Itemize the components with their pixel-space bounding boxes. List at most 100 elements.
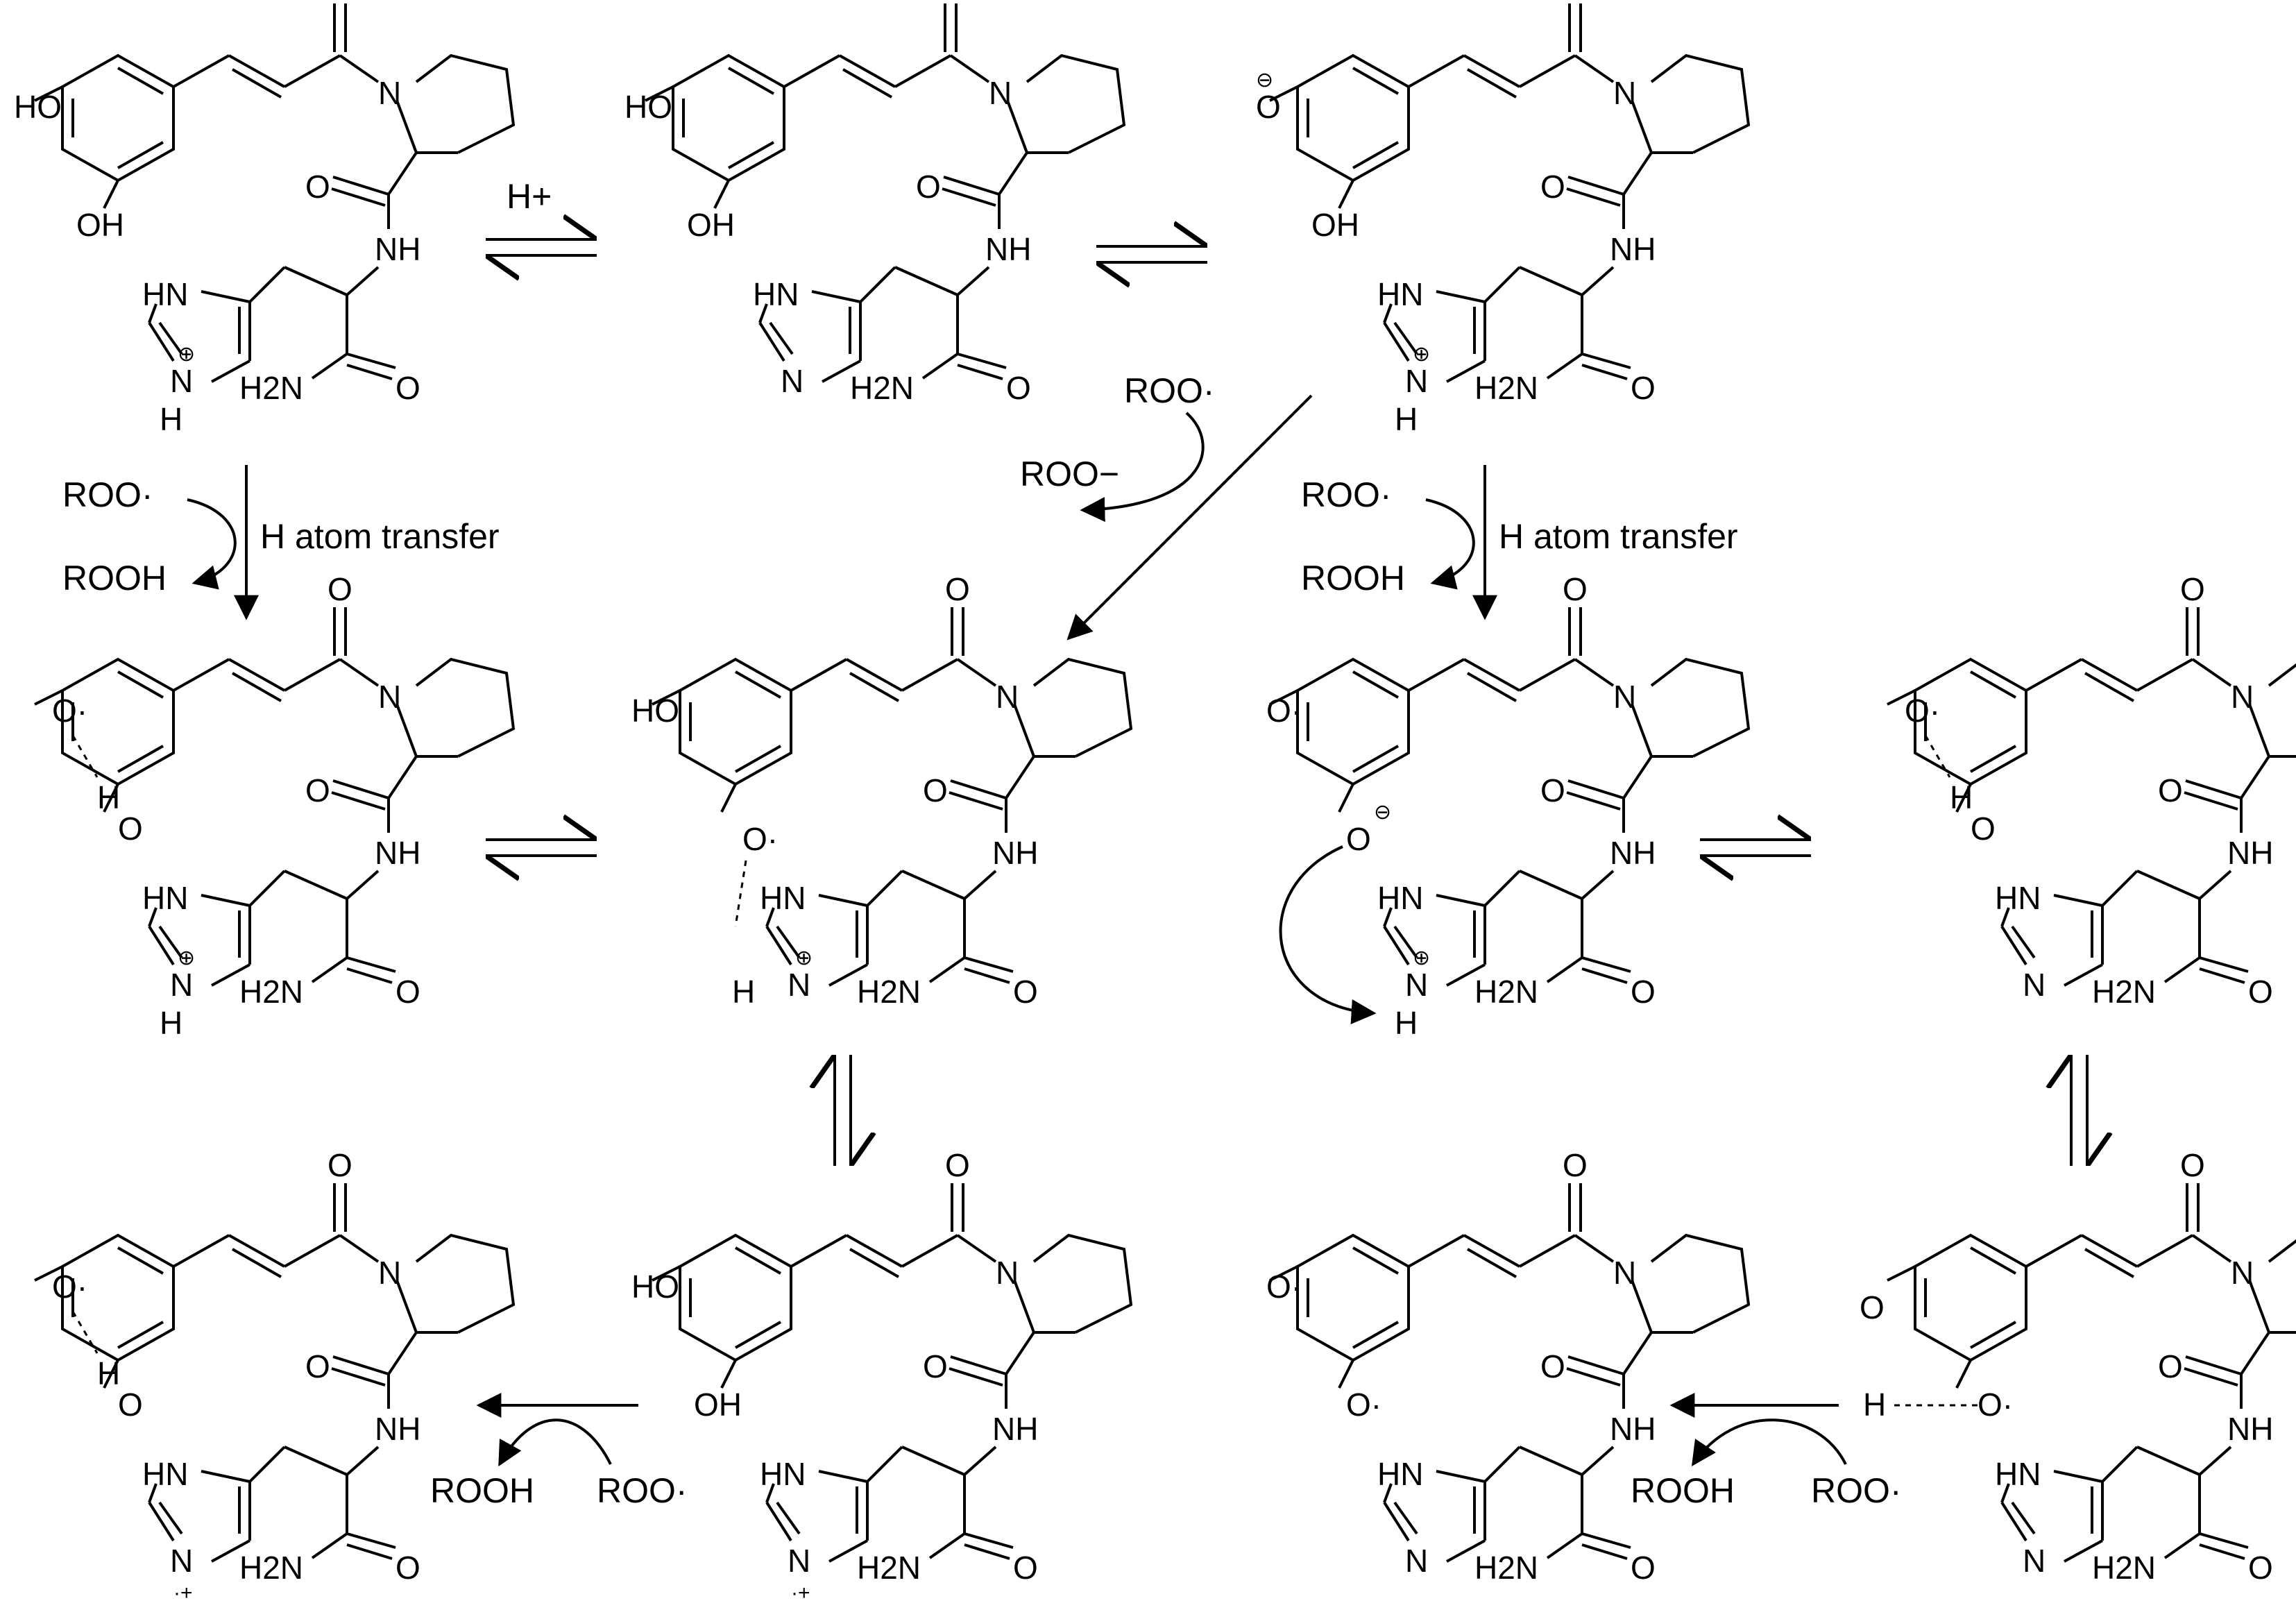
atom-o-amide: O <box>2158 772 2183 808</box>
atom-o-carbonyl: O <box>1563 0 1588 3</box>
atom-hn-imidazole: HN <box>142 1456 188 1492</box>
atom-h2n: H2N <box>2092 974 2156 1010</box>
atom-o: O <box>1256 89 1281 125</box>
atom-h2n: H2N <box>857 1550 921 1586</box>
structure-s8: O N O NH O H2N HN N O· H O ·+ <box>34 1147 516 1604</box>
atom-o-carbonyl: O <box>1563 1147 1588 1183</box>
atom-nh-amide: NH <box>375 231 420 267</box>
atom-hn-imidazole: HN <box>760 1456 806 1492</box>
product-rooh: ROOH <box>430 1471 534 1510</box>
minus-charge: ⊖ <box>1374 801 1391 824</box>
atom-nh-amide: NH <box>375 835 420 871</box>
reagent-roo: ROO· <box>1301 475 1392 514</box>
atom-o: O <box>1346 821 1371 857</box>
atom-h2n: H2N <box>1474 370 1538 406</box>
atom-nh-amide: NH <box>2227 835 2273 871</box>
atom-h: H <box>1863 1387 1886 1423</box>
atom-n-proline: N <box>2231 679 2254 715</box>
atom-o: O <box>118 1387 143 1423</box>
atom-nh-amide: NH <box>1610 231 1656 267</box>
atom-n-proline: N <box>1613 1255 1636 1291</box>
structure-s4: O N O NH O H2N HN N O· H O ⊕ H <box>34 571 516 1041</box>
h-transfer-arrow-right: ROO· ROOH H atom transfer <box>1301 465 1738 620</box>
atom-n-imidazole: N <box>2023 1543 2046 1579</box>
atom-hn-imidazole: HN <box>760 880 806 916</box>
proton-label: H+ <box>507 177 552 216</box>
atom-hn-imidazole: HN <box>1377 880 1423 916</box>
atom-h: H <box>732 974 755 1010</box>
radical-cation: ·+ <box>173 1582 193 1604</box>
atom-o-radical: O· <box>52 1269 87 1305</box>
atom-h: H <box>1395 1005 1418 1041</box>
structure-s3: O N O NH O H2N HN N O ⊖ OH ⊕ H <box>1256 0 1751 437</box>
atom-o-amide: O <box>916 169 941 205</box>
atom-hn-imidazole: HN <box>1995 880 2041 916</box>
imidazolium-plus: ⊕ <box>178 343 195 366</box>
structure-s2: O N O NH O H2N HN N HO OH <box>624 0 1126 406</box>
atom-o-amide: O <box>923 1348 948 1384</box>
atom-o-carbonyl: O <box>938 0 963 3</box>
atom-o-carbonyl: O <box>328 1147 352 1183</box>
oxidation-arrow-right: ROOH ROO· <box>1631 1393 1902 1510</box>
atom-nh-amide: NH <box>992 1411 1038 1447</box>
atom-o-radical: O· <box>52 693 87 729</box>
atom-o: O <box>1860 1289 1885 1325</box>
atom-h2n: H2N <box>239 1550 303 1586</box>
structure-s9: O N O NH O H2N HN N HO OH ·+ <box>631 1147 1133 1604</box>
atom-h: H <box>97 1355 120 1391</box>
atom-h: H <box>1395 401 1418 437</box>
atom-h2n: H2N <box>1474 974 1538 1010</box>
atom-o-amide: O <box>1540 169 1565 205</box>
imidazolium-plus: ⊕ <box>1413 947 1430 969</box>
atom-h: H <box>160 1005 182 1041</box>
atom-h: H <box>1950 779 1973 815</box>
atom-o-radical: O· <box>1266 1269 1302 1305</box>
atom-h: H <box>160 401 182 437</box>
atom-o-carbonyl: O <box>945 571 970 607</box>
atom-o-carbonyl: O <box>2180 571 2205 607</box>
atom-h2n: H2N <box>239 370 303 406</box>
imidazolium-plus: ⊕ <box>1413 343 1430 366</box>
atom-ho: HO <box>631 693 679 729</box>
atom-n-proline: N <box>996 679 1019 715</box>
atom-n-proline: N <box>1613 679 1636 715</box>
atom-oh: OH <box>76 207 124 243</box>
reagent-roo: ROO· <box>1811 1471 1902 1510</box>
atom-o-terminal: O <box>396 370 420 406</box>
minus-charge: ⊖ <box>1256 69 1273 92</box>
equilibrium-arrow-vertical-right <box>2071 1055 2087 1166</box>
atom-o-radical: O· <box>1905 693 1940 729</box>
atom-hn-imidazole: HN <box>142 880 188 916</box>
atom-o-amide: O <box>2158 1348 2183 1384</box>
structure-s11: O N O NH O H2N HN N O H O· <box>1860 1147 2296 1586</box>
reagent-roo: ROO· <box>597 1471 688 1510</box>
equilibrium-arrow-2 <box>1096 246 1207 262</box>
atom-o-terminal: O <box>396 974 420 1010</box>
atom-h2n: H2N <box>857 974 921 1010</box>
reagent-roo: ROO· <box>62 475 153 514</box>
atom-n-imidazole: N <box>1405 363 1428 399</box>
atom-o-amide: O <box>1540 1348 1565 1384</box>
atom-ho: HO <box>631 1269 679 1305</box>
equilibrium-arrow-1: H+ <box>486 177 597 255</box>
atom-o-carbonyl: O <box>328 571 352 607</box>
atom-o-carbonyl: O <box>1563 571 1588 607</box>
atom-nh-amide: NH <box>1610 1411 1656 1447</box>
atom-o: O <box>1971 811 1996 847</box>
atom-nh-amide: NH <box>375 1411 420 1447</box>
atom-o-terminal: O <box>2248 974 2273 1010</box>
structure-s10: O N O NH O H2N HN N O· O· <box>1266 1147 1751 1586</box>
atom-o-carbonyl: O <box>945 1147 970 1183</box>
atom-oh: OH <box>694 1387 742 1423</box>
atom-oh: OH <box>1311 207 1359 243</box>
atom-o-radical: O· <box>1266 693 1302 729</box>
atom-o-radical: O· <box>1978 1387 2013 1423</box>
atom-oh: OH <box>687 207 735 243</box>
equilibrium-arrow-vertical-left <box>835 1055 851 1166</box>
atom-hn-imidazole: HN <box>142 276 188 312</box>
atom-nh-amide: NH <box>992 835 1038 871</box>
structure-s6: O N O NH O H2N HN N O· O ⊖ ⊕ H <box>1266 571 1751 1041</box>
product-roo-anion: ROO− <box>1020 455 1119 493</box>
structure-s5: O N O NH O H2N HN N HO O· H ⊕ <box>631 571 1133 1010</box>
